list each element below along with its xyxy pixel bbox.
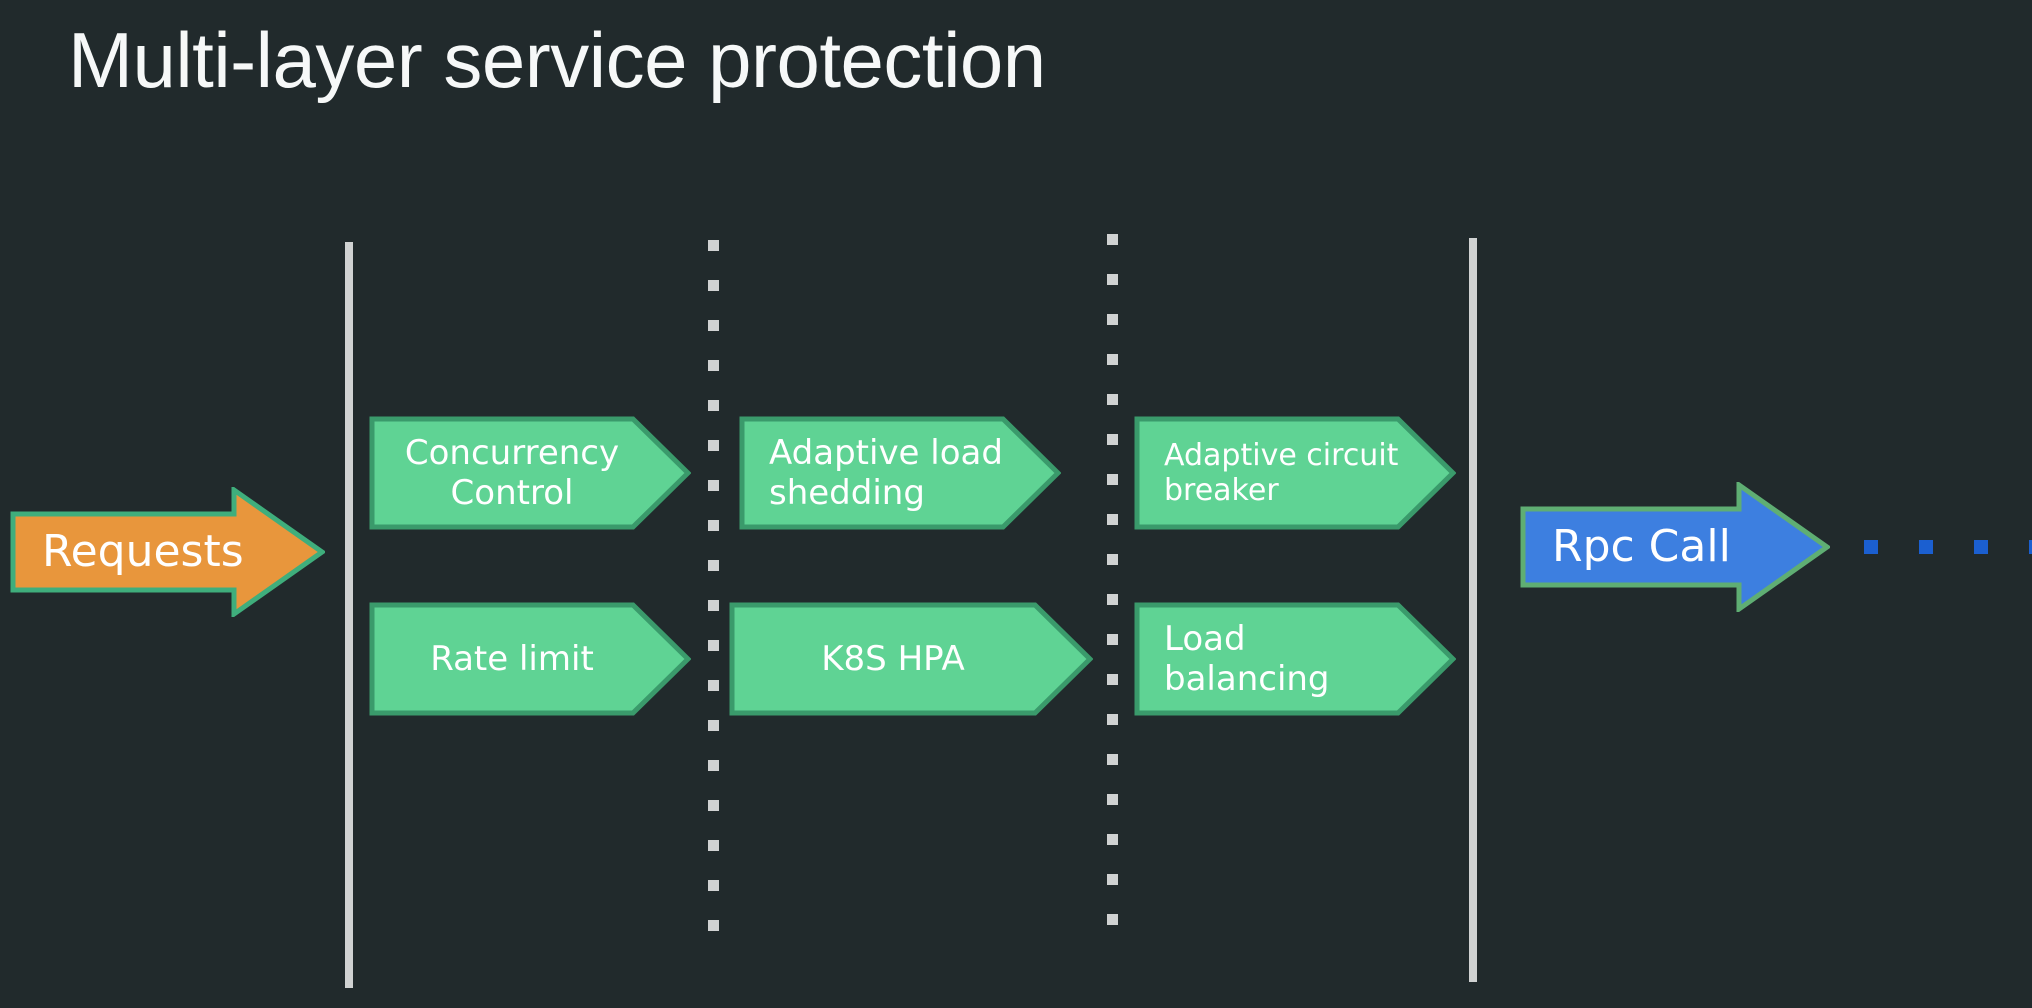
divider-dot bbox=[1107, 554, 1118, 565]
divider-dot bbox=[1107, 714, 1118, 725]
divider-dot bbox=[1107, 754, 1118, 765]
requests-arrow-label: Requests bbox=[42, 526, 244, 578]
divider-dot bbox=[1107, 794, 1118, 805]
rpc-call-arrow[interactable]: Rpc Call bbox=[1520, 482, 1830, 612]
divider-dot bbox=[708, 600, 719, 611]
divider-dot bbox=[708, 280, 719, 291]
requests-arrow-shape bbox=[10, 487, 325, 617]
divider-dot bbox=[708, 800, 719, 811]
continuation-dot bbox=[1919, 540, 1933, 554]
divider-dot bbox=[1107, 314, 1118, 325]
rpc-continuation-dots bbox=[1864, 540, 2032, 554]
stage-divider-2-line bbox=[1107, 234, 1118, 960]
divider-dot bbox=[1107, 594, 1118, 605]
divider-dot bbox=[708, 880, 719, 891]
divider-dot bbox=[1107, 514, 1118, 525]
concurrency-control-arrow[interactable]: Concurrency Control bbox=[369, 416, 691, 530]
load-balancing-arrow[interactable]: Load balancing bbox=[1134, 602, 1456, 716]
continuation-dot bbox=[1974, 540, 1988, 554]
divider-dot bbox=[1107, 674, 1118, 685]
boundary-right-line bbox=[1469, 238, 1477, 982]
k8s-hpa-arrow-label: K8S HPA bbox=[821, 638, 965, 679]
divider-dot bbox=[708, 920, 719, 931]
concurrency-control-arrow-shape bbox=[369, 416, 691, 530]
divider-dot bbox=[1107, 394, 1118, 405]
rate-limit-arrow-shape bbox=[369, 602, 691, 716]
divider-dot bbox=[1107, 274, 1118, 285]
adaptive-circuit-breaker-arrow[interactable]: Adaptive circuit breaker bbox=[1134, 416, 1456, 530]
adaptive-circuit-breaker-arrow-shape bbox=[1134, 416, 1456, 530]
divider-dot bbox=[708, 240, 719, 251]
concurrency-control-arrow-label: Concurrency Control bbox=[404, 432, 620, 513]
boundary-left-line bbox=[345, 242, 353, 988]
continuation-dot bbox=[1864, 540, 1878, 554]
divider-dot bbox=[1107, 234, 1118, 245]
divider-dot bbox=[1107, 874, 1118, 885]
rpc-call-arrow-label: Rpc Call bbox=[1552, 521, 1731, 573]
stage-divider-1-line bbox=[708, 240, 719, 962]
divider-dot bbox=[1107, 354, 1118, 365]
load-balancing-arrow-label: Load balancing bbox=[1164, 618, 1330, 699]
divider-dot bbox=[708, 840, 719, 851]
divider-dot bbox=[708, 680, 719, 691]
divider-dot bbox=[1107, 474, 1118, 485]
continuation-dot bbox=[2029, 540, 2032, 554]
k8s-hpa-arrow-shape bbox=[729, 602, 1093, 716]
divider-dot bbox=[708, 760, 719, 771]
adaptive-load-shedding-arrow[interactable]: Adaptive load shedding bbox=[739, 416, 1061, 530]
divider-dot bbox=[1107, 434, 1118, 445]
divider-dot bbox=[708, 480, 719, 491]
load-balancing-arrow-shape bbox=[1134, 602, 1456, 716]
divider-dot bbox=[708, 720, 719, 731]
adaptive-load-shedding-arrow-label: Adaptive load shedding bbox=[769, 432, 1003, 513]
divider-dot bbox=[708, 320, 719, 331]
divider-dot bbox=[708, 560, 719, 571]
divider-dot bbox=[1107, 834, 1118, 845]
divider-dot bbox=[1107, 634, 1118, 645]
rate-limit-arrow[interactable]: Rate limit bbox=[369, 602, 691, 716]
divider-dot bbox=[708, 360, 719, 371]
divider-dot bbox=[1107, 914, 1118, 925]
page-title: Multi-layer service protection bbox=[68, 16, 1046, 104]
rate-limit-arrow-label: Rate limit bbox=[430, 638, 594, 679]
divider-dot bbox=[708, 440, 719, 451]
adaptive-circuit-breaker-arrow-label: Adaptive circuit breaker bbox=[1164, 437, 1399, 508]
rpc-call-arrow-shape bbox=[1520, 482, 1830, 612]
requests-arrow[interactable]: Requests bbox=[10, 487, 325, 617]
adaptive-load-shedding-arrow-shape bbox=[739, 416, 1061, 530]
divider-dot bbox=[708, 640, 719, 651]
divider-dot bbox=[708, 400, 719, 411]
k8s-hpa-arrow[interactable]: K8S HPA bbox=[729, 602, 1093, 716]
divider-dot bbox=[708, 520, 719, 531]
